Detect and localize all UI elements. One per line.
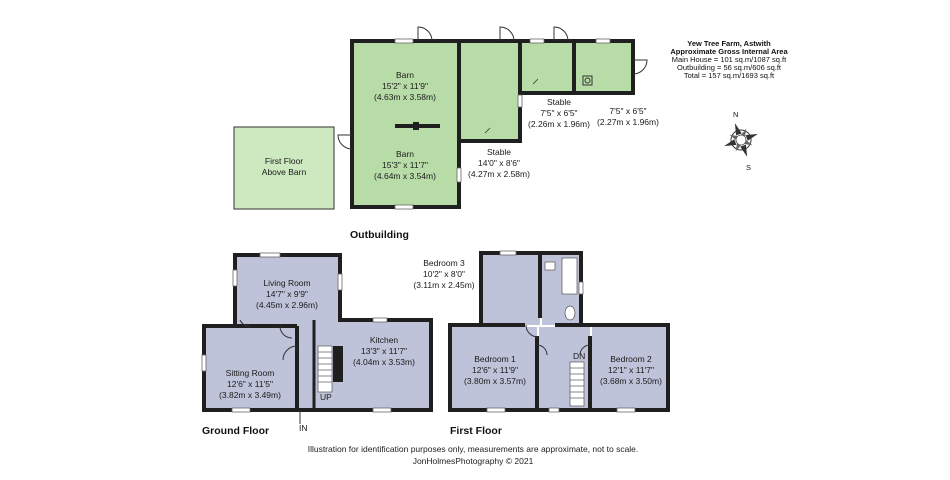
bedroom1-metric: (3.80m x 3.57m) [464, 376, 526, 386]
stairs-up-label: UP [320, 392, 332, 402]
bedroom1-imperial: 12'6" x 11'9" [472, 365, 518, 375]
outbuilding-heading: Outbuilding [350, 229, 409, 241]
first-floor-above-barn-label-1: First Floor [265, 156, 303, 166]
barn-top-imperial: 15'2" x 11'9" [382, 81, 428, 91]
info-area-heading: Approximate Gross Internal Area [670, 47, 788, 56]
bedroom2-imperial: 12'1" x 11'7" [608, 365, 654, 375]
info-main-house: Main House = 101 sq.m/1087 sq.ft [672, 55, 787, 64]
living-room-metric: (4.45m x 2.96m) [256, 300, 318, 310]
kitchen-imperial: 13'3" x 11'7" [361, 346, 407, 356]
compass-north-label: N [733, 110, 738, 119]
compass-rose [724, 123, 758, 157]
info-total: Total = 157 sq.m/1693 sq.ft [684, 71, 775, 80]
info-property-name: Yew Tree Farm, Astwith [687, 39, 771, 48]
barn-bottom-name: Barn [396, 149, 414, 159]
barn-bottom-metric: (4.64m x 3.54m) [374, 171, 436, 181]
stable-small-metric: (2.26m x 1.96m) [528, 119, 590, 129]
bedroom3-metric: (3.11m x 2.45m) [413, 280, 474, 290]
bedroom1-name: Bedroom 1 [474, 354, 516, 364]
stable-small-area [522, 43, 572, 91]
store-imperial: 7'5" x 6'5" [609, 106, 646, 116]
barn-bottom-imperial: 15'3" x 11'7" [382, 160, 428, 170]
living-room-imperial: 14'7" x 9'9" [266, 289, 308, 299]
store-metric: (2.27m x 1.96m) [597, 117, 659, 127]
bedroom3-imperial: 10'2" x 8'0" [423, 269, 465, 279]
ground-floor-plan [201, 252, 433, 424]
barn-bottom-area [352, 127, 457, 205]
sitting-room-metric: (3.82m x 3.49m) [219, 390, 281, 400]
kitchen-metric: (4.04m x 3.53m) [353, 357, 415, 367]
first-floor-heading: First Floor [450, 425, 502, 437]
stable-large-area [459, 43, 520, 141]
sitting-room-imperial: 12'6" x 11'5" [227, 379, 273, 389]
compass-south-label: S [746, 163, 751, 172]
stable-large-metric: (4.27m x 2.58m) [468, 169, 530, 179]
first-floor-plan [448, 250, 670, 413]
stairs-down-label: DN [573, 351, 585, 361]
ground-floor-stairs [317, 345, 343, 393]
first-floor-stairs [569, 361, 585, 407]
stable-small-imperial: 7'5" x 6'5" [540, 108, 577, 118]
entrance-in-label: IN [299, 423, 308, 433]
stable-large-imperial: 14'0" x 8'6" [478, 158, 520, 168]
stable-small-name: Stable [547, 97, 571, 107]
barn-top-name: Barn [396, 70, 414, 80]
footer-credit: JonHolmesPhotography © 2021 [413, 456, 534, 466]
bedroom2-metric: (3.68m x 3.50m) [600, 376, 662, 386]
kitchen-name: Kitchen [370, 335, 399, 345]
info-outbuilding: Outbuilding = 56 sq.m/606 sq.ft [677, 63, 782, 72]
barn-top-metric: (4.63m x 3.58m) [374, 92, 436, 102]
living-room-name: Living Room [263, 278, 310, 288]
footer-disclaimer: Illustration for identification purposes… [308, 444, 639, 454]
sitting-room-name: Sitting Room [226, 368, 275, 378]
stable-large-name: Stable [487, 147, 511, 157]
bedroom3-name: Bedroom 3 [423, 258, 465, 268]
bedroom2-name: Bedroom 2 [610, 354, 652, 364]
first-floor-above-barn-label-2: Above Barn [262, 167, 307, 177]
first-floor-above-barn-area [234, 127, 334, 209]
barn-top-area [352, 43, 457, 127]
store-area [576, 43, 631, 91]
ground-floor-heading: Ground Floor [202, 425, 269, 437]
outbuilding-plan [233, 26, 648, 210]
